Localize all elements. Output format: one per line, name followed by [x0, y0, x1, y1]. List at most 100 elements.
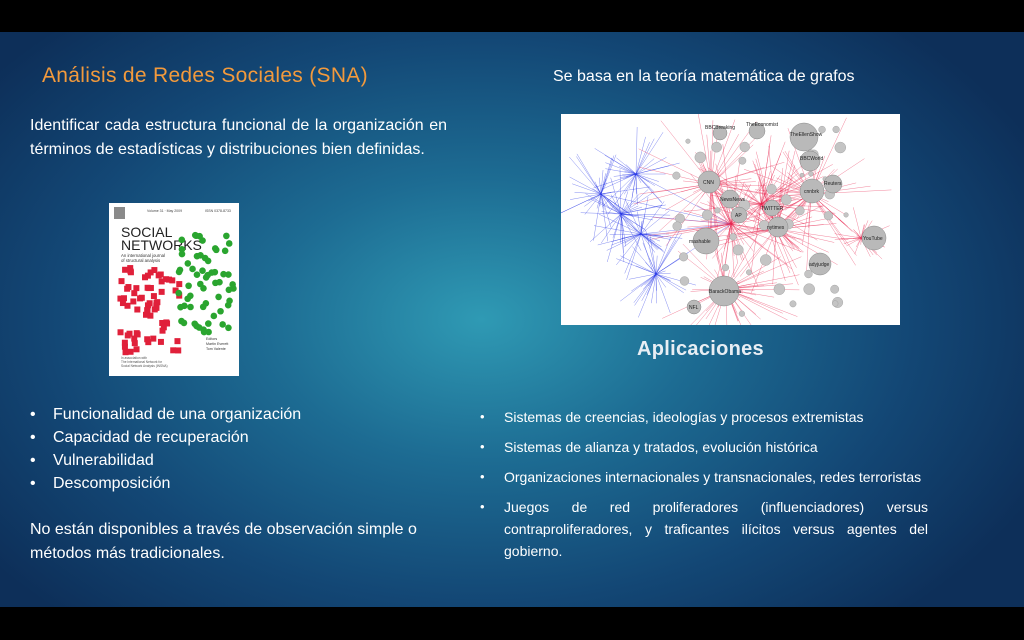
- cover-green-dot: [202, 299, 210, 307]
- graph-edge-blue: [606, 233, 642, 251]
- cover-footer-1: In association with: [121, 356, 147, 360]
- graph-edge-blue: [561, 193, 602, 214]
- graph-edge-blue: [620, 213, 637, 231]
- label-adyjudge: adyjudge: [809, 262, 830, 268]
- cover-green-dot: [223, 232, 230, 240]
- graph-minor-node: [701, 209, 713, 221]
- graph-edge-red: [730, 223, 735, 277]
- graph-edge-blue: [598, 177, 602, 195]
- graph-edge-red: [730, 219, 759, 225]
- graph-edge-blue: [655, 273, 667, 288]
- cover-green-dot: [217, 307, 224, 315]
- graph-edge-blue: [620, 192, 653, 215]
- graph-edge-blue: [597, 233, 642, 246]
- graph-minor-node: [818, 125, 826, 134]
- node-mashable: [692, 227, 720, 255]
- cover-red-square: [160, 324, 167, 331]
- cover-green-dot: [189, 265, 196, 273]
- graph-edge-red: [700, 219, 732, 225]
- graph-edge-red: [857, 237, 862, 242]
- graph-minor-node: [672, 171, 681, 180]
- cover-red-square: [121, 343, 128, 350]
- node-adyjudge: [808, 252, 832, 276]
- cover-red-square: [153, 304, 160, 311]
- cover-green-dot: [181, 302, 188, 310]
- cover-green-dot: [200, 285, 207, 292]
- label-news: NewsNews: [720, 197, 746, 203]
- graph-minor-node: [679, 276, 690, 286]
- graph-edge-red: [718, 228, 777, 246]
- node-youtube: [861, 225, 887, 251]
- graph-edge-blue: [600, 170, 604, 195]
- graph-edge-blue: [655, 255, 658, 275]
- application-bullet-item: Sistemas de creencias, ideologías y proc…: [480, 406, 928, 428]
- slide-subtitle: Se basa en la teoría matemática de grafo…: [553, 68, 855, 85]
- cover-red-square: [159, 327, 166, 334]
- label-twitter: TWITTER: [761, 206, 784, 212]
- graph-edge-blue: [644, 273, 657, 286]
- applications-bullet-list: Sistemas de creencias, ideologías y proc…: [480, 406, 928, 570]
- cover-red-square: [158, 278, 165, 285]
- graph-minor-node: [808, 171, 814, 177]
- graph-edge-blue: [655, 270, 666, 275]
- graph-edge-red: [710, 183, 745, 245]
- graph-edge-blue: [635, 265, 657, 275]
- graph-edge-blue: [635, 173, 655, 193]
- cover-red-square: [146, 285, 153, 292]
- graph-edge-red: [775, 228, 849, 240]
- graph-edge-red: [652, 217, 732, 225]
- graph-minor-node: [714, 207, 721, 214]
- graph-edge-blue: [626, 173, 637, 177]
- graph-edge-blue: [620, 204, 666, 215]
- graph-edge-blue: [619, 165, 637, 175]
- cover-red-square: [170, 347, 177, 354]
- graph-minor-node: [843, 212, 849, 218]
- cover-meta-right: ISSN 0378-8733: [205, 209, 231, 213]
- cover-red-square: [127, 268, 134, 275]
- cover-green-dot: [202, 274, 210, 281]
- cover-green-dot: [216, 278, 223, 286]
- graph-edge-red: [665, 183, 712, 247]
- cover-green-dot: [225, 240, 233, 247]
- label-cnnbrk: cnnbrk: [804, 189, 820, 195]
- graph-edge-blue: [590, 198, 622, 215]
- graph-edge-red: [659, 183, 712, 232]
- cover-red-square: [142, 274, 149, 281]
- cover-red-square: [147, 312, 154, 319]
- graph-edge-blue: [620, 273, 657, 302]
- graph-edge-red: [775, 150, 790, 230]
- graph-edge-blue: [655, 273, 670, 281]
- graph-edge-red: [860, 224, 866, 239]
- node-twitter: [763, 199, 781, 217]
- cover-green-dot: [195, 324, 203, 331]
- cover-green-dot: [193, 271, 201, 279]
- cover-red-square: [117, 295, 124, 302]
- cover-red-square: [150, 293, 157, 300]
- graph-edge-red: [707, 167, 762, 205]
- cover-editors-label: Editors: [206, 337, 217, 341]
- graph-edge-blue: [633, 273, 657, 303]
- graph-edge-blue: [640, 201, 665, 235]
- graph-edge-blue: [593, 173, 637, 189]
- graph-edge-blue: [620, 202, 629, 215]
- graph-edge-blue: [627, 224, 642, 235]
- graph-edge-blue: [569, 156, 602, 195]
- graph-edge-blue: [655, 272, 671, 275]
- cover-network-dots: [117, 231, 237, 356]
- graph-minor-node: [823, 211, 833, 221]
- cover-red-square: [154, 299, 161, 306]
- graph-edge-blue: [593, 193, 602, 241]
- graph-edge-blue: [604, 154, 637, 175]
- cover-red-square: [151, 267, 158, 274]
- graph-edge-blue: [620, 205, 639, 215]
- label-bbcbreaking: BBCBreaking: [705, 125, 735, 131]
- cover-red-square: [172, 287, 179, 294]
- cover-red-square: [158, 288, 165, 295]
- left-bullet-list: Funcionalidad de una organización Capaci…: [30, 403, 301, 495]
- graph-edge-red: [752, 203, 762, 233]
- graph-edge-red: [708, 228, 777, 244]
- graph-edge-blue: [655, 230, 680, 275]
- cover-green-dot: [221, 247, 229, 255]
- cover-red-square: [122, 349, 129, 356]
- cover-red-square: [124, 332, 131, 339]
